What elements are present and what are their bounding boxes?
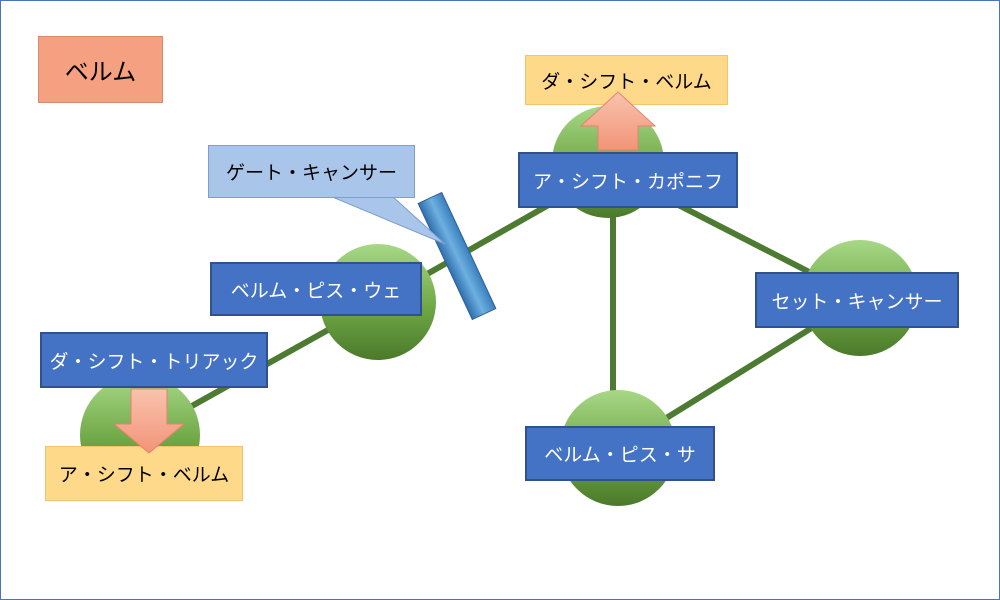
node-label-a-shift-kaponif: ア・シフト・カポニフ xyxy=(518,152,738,208)
diagram-title: ベルム xyxy=(38,36,163,103)
result-top: ダ・シフト・ベルム xyxy=(525,55,728,105)
gate-bar xyxy=(417,191,497,321)
node-label-set-cancer: セット・キャンサー xyxy=(755,272,959,328)
node-label-belm-pis-sa: ベルム・ピス・サ xyxy=(525,426,715,481)
node-label-belm-pis-we: ベルム・ピス・ウェ xyxy=(210,262,422,316)
result-bottom: ア・シフト・ベルム xyxy=(45,446,243,501)
node-label-da-shift-triack: ダ・シフト・トリアック xyxy=(40,332,268,388)
gate-cancer-callout: ゲート・キャンサー xyxy=(208,145,415,198)
